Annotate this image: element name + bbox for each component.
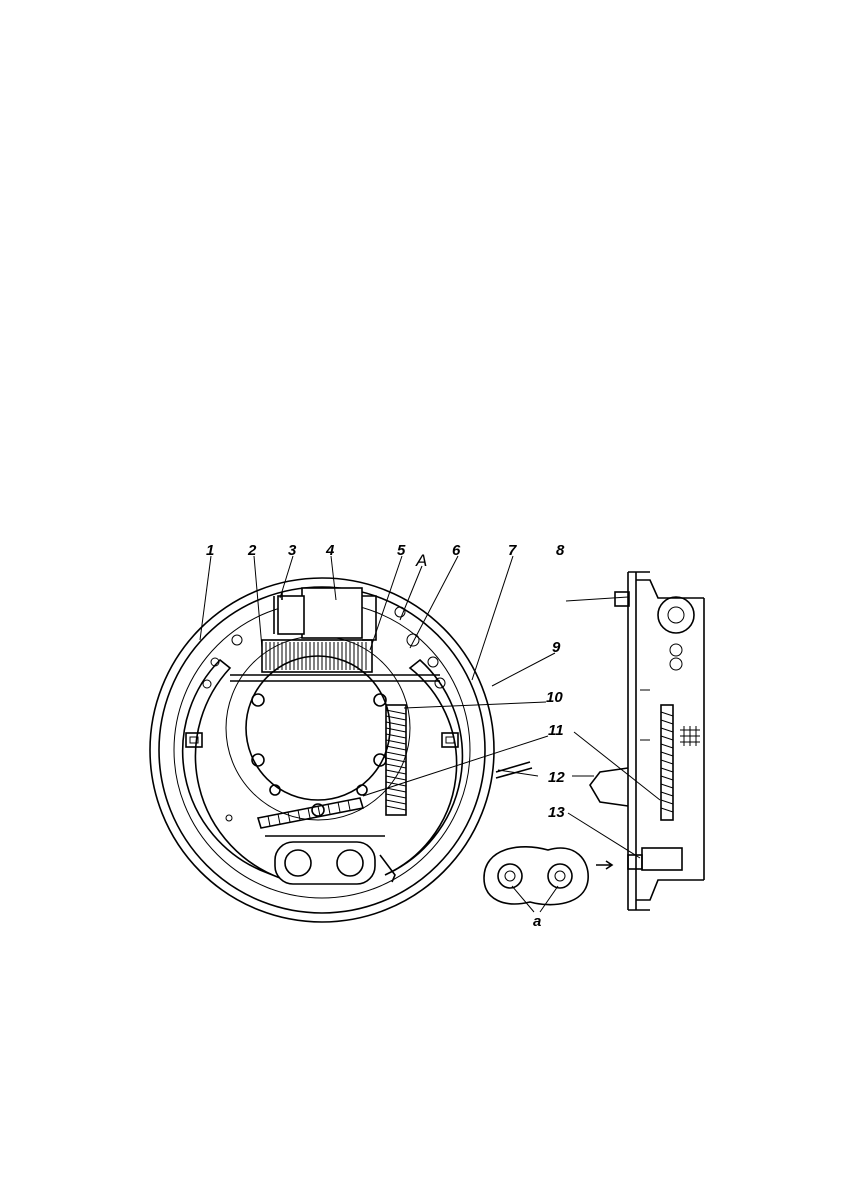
label-9: 9 <box>552 639 561 656</box>
side-bolt <box>615 592 629 606</box>
label-5: 5 <box>397 542 406 559</box>
parking-brake-cable <box>496 762 532 778</box>
side-wheel-cylinder <box>658 597 694 633</box>
label-13: 13 <box>548 804 565 821</box>
label-1: 1 <box>206 542 214 559</box>
side-plate <box>628 572 650 910</box>
label-A: A <box>415 551 427 570</box>
side-spring <box>661 705 673 820</box>
label-10: 10 <box>546 689 563 706</box>
detail-anchor-plate <box>484 847 612 905</box>
cable-boot <box>590 768 628 806</box>
hub-opening <box>246 656 390 800</box>
hub-bolt-holes <box>252 694 386 816</box>
label-12: 12 <box>548 769 565 786</box>
lower-return-spring <box>258 798 363 828</box>
spacer-strut <box>230 675 440 681</box>
wheel-cylinder <box>274 588 376 640</box>
lower-anchor-plate <box>275 842 375 884</box>
label-8: 8 <box>556 542 565 559</box>
label-2: 2 <box>247 542 257 559</box>
label-7: 7 <box>508 542 517 559</box>
front-view <box>150 578 532 922</box>
label-6: 6 <box>452 542 461 559</box>
left-square-bolt <box>186 733 202 747</box>
side-view <box>590 572 704 910</box>
detail-arrow <box>596 861 612 869</box>
label-4: 4 <box>325 542 335 559</box>
leader-lines <box>200 556 660 912</box>
brake-shoe <box>183 660 280 878</box>
label-11: 11 <box>548 722 564 739</box>
label-3: 3 <box>288 542 297 559</box>
side-lower-bracket <box>642 848 682 870</box>
label-a: a <box>533 913 541 930</box>
hold-down-spring <box>680 726 700 746</box>
